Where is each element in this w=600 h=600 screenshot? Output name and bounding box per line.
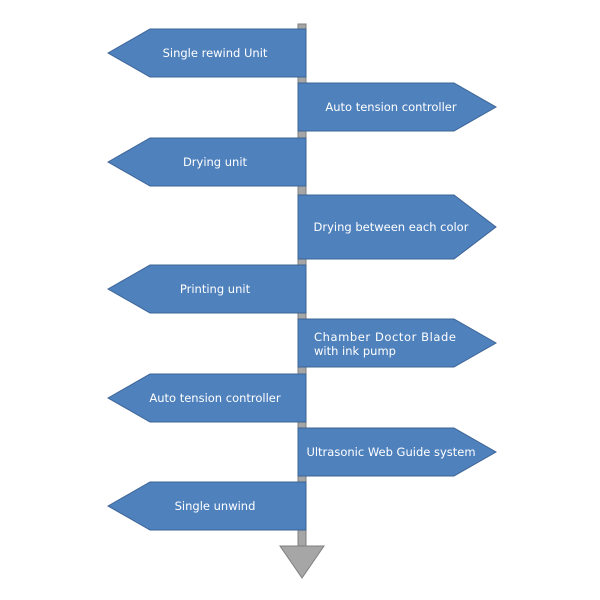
sign-5-left: Printing unit	[106, 264, 307, 314]
sign-shape	[106, 373, 307, 423]
sign-shape	[297, 194, 497, 260]
sign-shape	[297, 82, 498, 132]
sign-shape	[106, 137, 307, 187]
sign-shape	[106, 481, 307, 531]
sign-label: Single rewind Unit	[163, 46, 268, 60]
sign-shape	[106, 28, 307, 78]
sign-9-left: Single unwind	[106, 481, 307, 531]
sign-label: Printing unit	[180, 282, 251, 296]
sign-7-left: Auto tension controller	[106, 373, 307, 423]
sign-4-right: Drying between each color	[297, 194, 497, 260]
sign-label-line: with ink pump	[314, 344, 396, 358]
sign-8-right: Ultrasonic Web Guide system	[297, 427, 498, 477]
sign-2-right: Auto tension controller	[297, 82, 498, 132]
sign-label: Single unwind	[175, 499, 256, 513]
sign-label: Auto tension controller	[149, 391, 281, 405]
sign-label: Drying unit	[183, 155, 248, 169]
sign-label: Drying between each color	[314, 220, 469, 234]
down-arrow-head	[279, 545, 325, 579]
sign-label: Auto tension controller	[325, 100, 457, 114]
sign-label-line: Chamber Doctor Blade	[314, 330, 456, 344]
sign-shape	[106, 264, 307, 314]
sign-shape	[297, 318, 498, 368]
sign-shape	[297, 427, 498, 477]
sign-1-left: Single rewind Unit	[106, 28, 307, 78]
sign-3-left: Drying unit	[106, 137, 307, 187]
sign-label: Ultrasonic Web Guide system	[306, 445, 475, 459]
